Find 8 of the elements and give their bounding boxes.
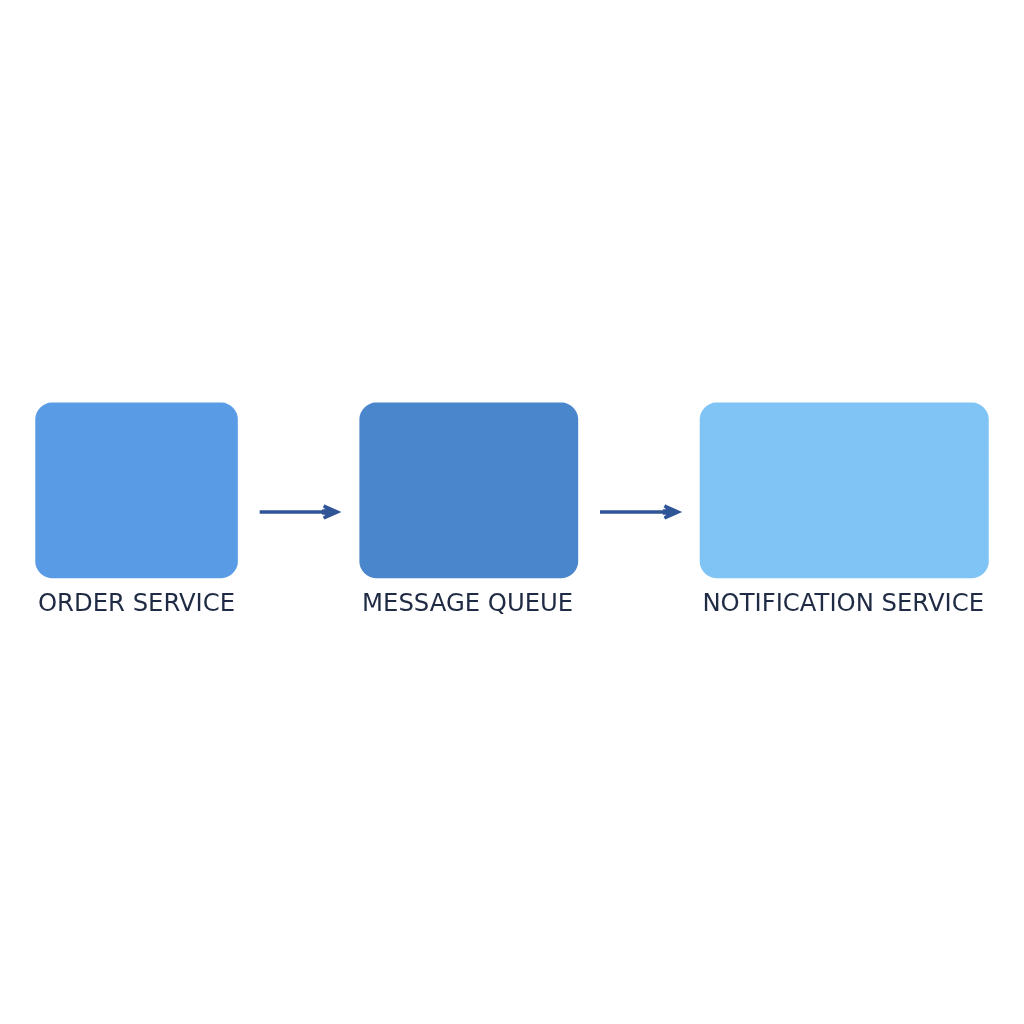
node-box [359,402,579,579]
node-label: MESSAGE QUEUE [362,588,574,618]
node-box [699,402,989,579]
node-box [35,402,238,579]
arrow [259,504,339,520]
arrow [599,504,680,520]
node-label: NOTIFICATION SERVICE [702,588,985,618]
node-label: ORDER SERVICE [37,588,236,618]
